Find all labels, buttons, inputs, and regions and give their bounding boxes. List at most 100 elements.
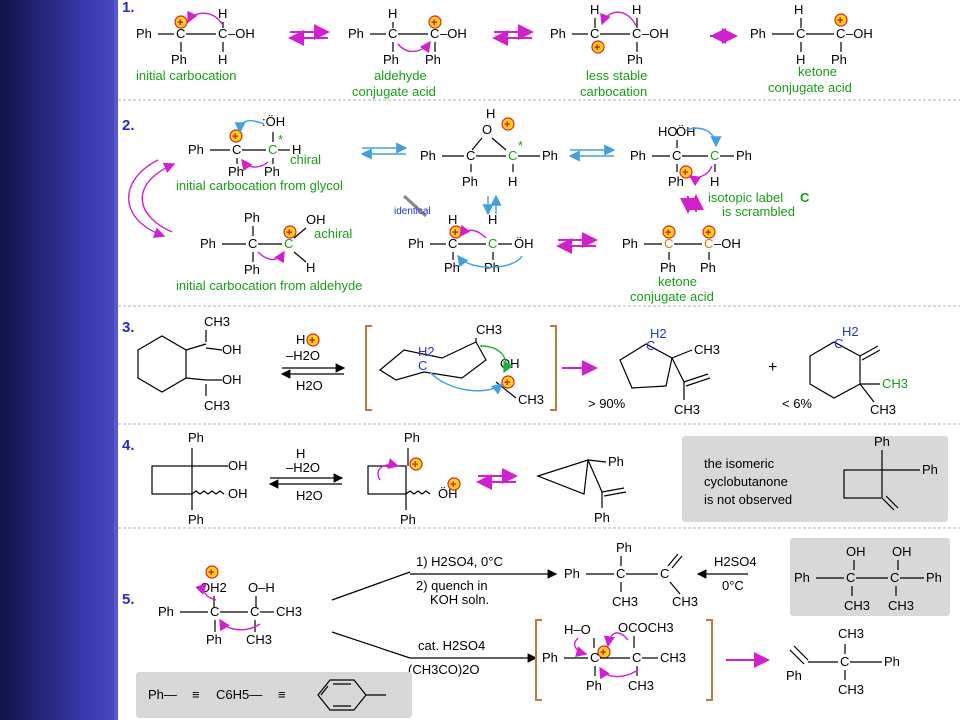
step-number: 2. [122, 117, 135, 134]
svg-text:Ph: Ph [171, 52, 187, 67]
svg-text:Ph: Ph [627, 52, 643, 67]
svg-text:C: C [448, 236, 457, 251]
svg-text:C: C [840, 654, 849, 669]
svg-text:Ph: Ph [188, 512, 204, 527]
reaction-canvas: 1. Ph C C –OH Ph H H + initial carbocati… [118, 0, 960, 718]
svg-text:H–O: H–O [564, 622, 591, 637]
svg-text:Ph: Ph [383, 52, 399, 67]
positive-charge-icon: + [702, 225, 716, 239]
svg-text:Ph: Ph [158, 604, 174, 619]
structure-chair-carbocation: CH3 OH H2 C CH3 + [378, 322, 544, 407]
svg-text:Ph: Ph [564, 566, 580, 581]
svg-text:C: C [616, 566, 625, 581]
structure-cyclobutyl-carbocation: Ph + ÖH + Ph [367, 430, 461, 527]
equilibrium-arrow [492, 24, 534, 46]
svg-text:–OH: –OH [642, 26, 669, 41]
svg-text:C: C [508, 148, 517, 163]
isotopic-label-note: isotopic label C is scrambled [708, 190, 810, 219]
svg-text:≡: ≡ [192, 687, 200, 702]
svg-text:+: + [452, 227, 458, 239]
positive-charge-icon: + [679, 165, 693, 179]
identical-label: identical [394, 206, 431, 217]
svg-text:C: C [836, 26, 845, 41]
svg-text:–H2O: –H2O [286, 348, 320, 363]
structure-oxonium-bridge: Ph C C * Ph O H + Ph H [420, 106, 558, 189]
svg-text:Ph: Ph [244, 210, 260, 225]
svg-text:+: + [177, 17, 183, 29]
svg-text:Ph: Ph [622, 236, 638, 251]
svg-text:H: H [306, 260, 315, 275]
svg-text:Ph: Ph [404, 430, 420, 445]
svg-text:Ph: Ph [831, 52, 847, 67]
svg-text:CH3: CH3 [838, 626, 864, 641]
svg-text:H2: H2 [842, 324, 859, 339]
svg-text:Ph: Ph [228, 164, 244, 179]
svg-text:H: H [296, 332, 305, 347]
svg-text:CH3: CH3 [870, 402, 896, 417]
svg-text:*: * [278, 132, 283, 147]
svg-text:C: C [846, 570, 855, 585]
svg-text:*: * [518, 138, 523, 153]
svg-text:C: C [176, 26, 185, 41]
svg-text:+: + [504, 119, 510, 131]
svg-text:OH: OH [306, 212, 326, 227]
svg-text:Ph: Ph [408, 236, 424, 251]
svg-text:OCOCH3: OCOCH3 [618, 620, 674, 635]
yield-label: > 90% [588, 396, 626, 411]
structure-upper-product: Ph C C Ph CH3 OH CH3 [564, 540, 698, 609]
svg-text:C: C [388, 26, 397, 41]
panel-5: 5. + OH2 O–H Ph C C CH3 Ph CH3 [122, 538, 950, 718]
svg-text:H: H [794, 2, 803, 17]
svg-text:OH: OH [222, 342, 242, 357]
svg-text:C: C [710, 148, 719, 163]
svg-text:C: C [660, 566, 669, 581]
svg-text:KOH soln.: KOH soln. [430, 592, 489, 607]
svg-text:Ph: Ph [462, 174, 478, 189]
svg-text:OH: OH [228, 486, 248, 501]
svg-text:H: H [292, 142, 301, 157]
structure-cyclobutanediol: Ph OH OH Ph [151, 430, 248, 527]
svg-text:HO: HO [658, 124, 678, 139]
svg-text:H2: H2 [650, 326, 667, 341]
structure-less-stable-carbocation: Ph C C –OH H H Ph + [550, 2, 669, 67]
svg-text:Ph: Ph [264, 164, 280, 179]
svg-text:Ph: Ph [608, 454, 624, 469]
svg-text:+: + [600, 647, 606, 659]
caption: conjugate acid [352, 84, 436, 99]
structure-cyclobutanone: Ph Ph OH [843, 434, 938, 511]
svg-text:Ph: Ph [136, 26, 152, 41]
svg-text:+: + [412, 459, 418, 471]
positive-charge-icon: + [409, 457, 423, 471]
svg-text:Ph: Ph [586, 678, 602, 693]
svg-text:Ph: Ph [874, 434, 890, 449]
svg-text:+: + [594, 42, 600, 54]
structure-initial-carbocation: Ph C C –OH Ph H H + [136, 6, 255, 67]
svg-text:+: + [286, 227, 292, 239]
equilibrium-arrow [288, 24, 330, 46]
svg-text:C: C [268, 142, 277, 157]
svg-text:Ph: Ph [200, 236, 216, 251]
svg-text:Ph: Ph [425, 52, 441, 67]
svg-text:CH3: CH3 [204, 398, 230, 413]
svg-text:C: C [796, 26, 805, 41]
structure-middle-bottom: Ph C C ÖH H H Ph Ph + [408, 212, 534, 275]
svg-text:–H2O: –H2O [286, 460, 320, 475]
svg-text:Ph: Ph [594, 510, 610, 525]
step-number: 3. [122, 319, 135, 336]
svg-text:Ph: Ph [630, 148, 646, 163]
svg-text:is not observed: is not observed [704, 492, 792, 507]
svg-text::ÖH: :ÖH [262, 114, 285, 129]
svg-text:+: + [431, 17, 437, 29]
svg-text:OH: OH [222, 372, 242, 387]
step-number: 4. [122, 437, 135, 454]
positive-charge-icon: + [205, 565, 219, 579]
svg-text:Ph: Ph [616, 540, 632, 555]
svg-text:C: C [672, 148, 681, 163]
svg-text:H2SO4: H2SO4 [714, 554, 757, 569]
structure-cyclopropyl-ketone: Ph Ph [536, 454, 627, 525]
caption: less stable [586, 68, 647, 83]
svg-text:+: + [682, 167, 688, 179]
structure-dimethylcyclohexanone: H2 C CH3 CH3 [809, 324, 908, 417]
svg-text:OH: OH [500, 356, 520, 371]
svg-text:+: + [768, 359, 777, 376]
